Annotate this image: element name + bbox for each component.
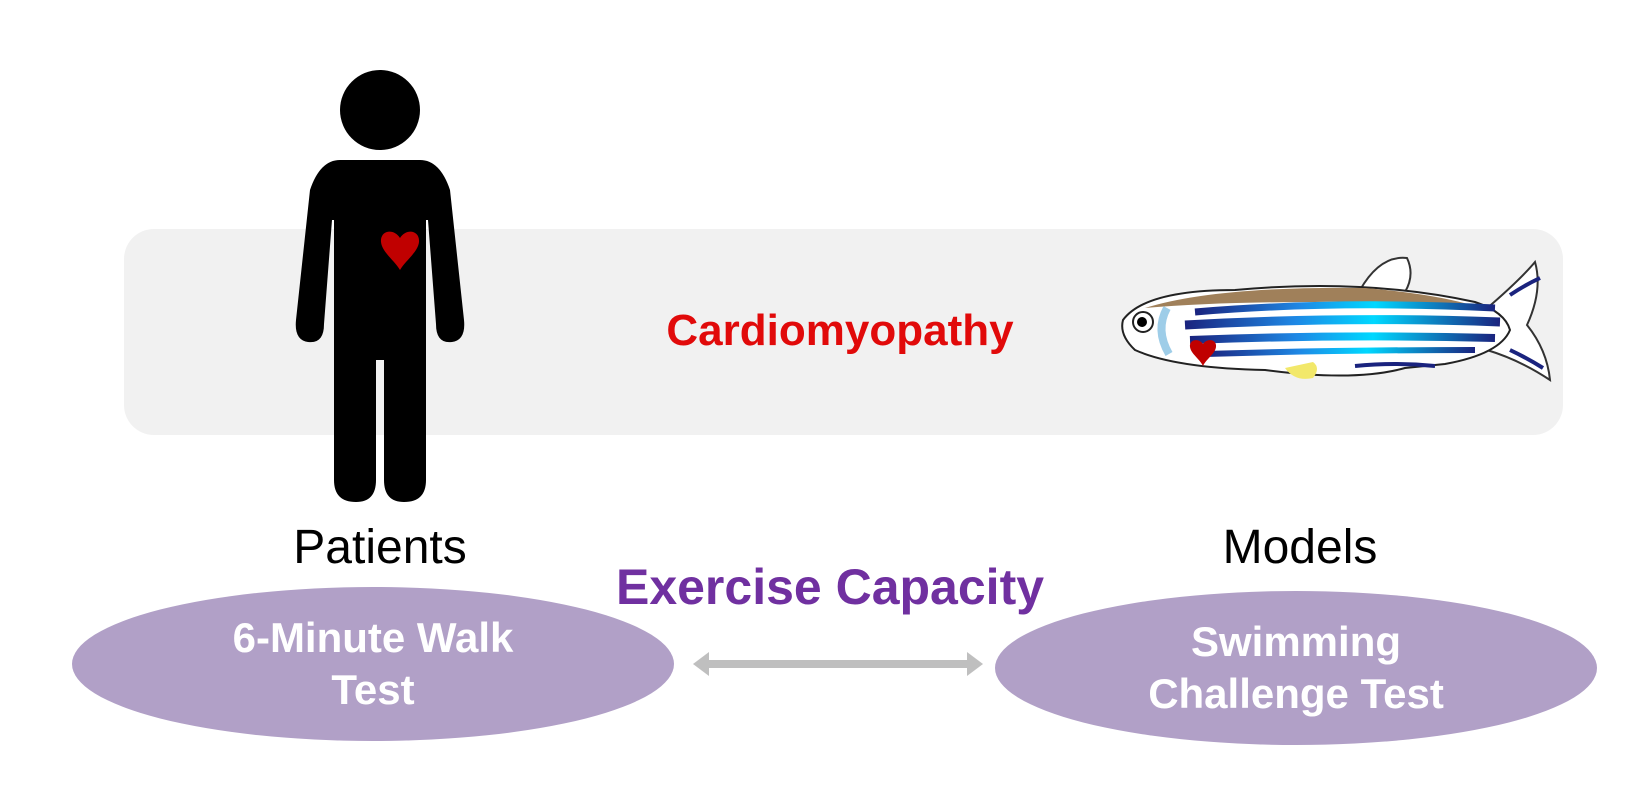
right-test-line1: Swimming (1190, 618, 1402, 665)
patients-label: Patients (293, 521, 467, 574)
zebrafish-icon (1121, 256, 1552, 383)
models-label: Models (1222, 521, 1378, 574)
exercise-capacity-label: Exercise Capacity (615, 559, 1045, 615)
cardiomyopathy-label: Cardiomyopathy (666, 306, 1014, 355)
person-silhouette-icon (295, 70, 465, 502)
swimming-challenge-test-oval: Swimming Challenge Test (995, 591, 1597, 745)
six-minute-walk-test-oval: 6-Minute Walk Test (72, 587, 674, 741)
left-test-line2: Test (331, 666, 415, 713)
left-test-line1: 6-Minute Walk (232, 614, 514, 661)
right-test-line2: Challenge Test (1148, 670, 1444, 717)
heart-icon (380, 231, 420, 270)
double-arrow-icon (693, 652, 983, 676)
